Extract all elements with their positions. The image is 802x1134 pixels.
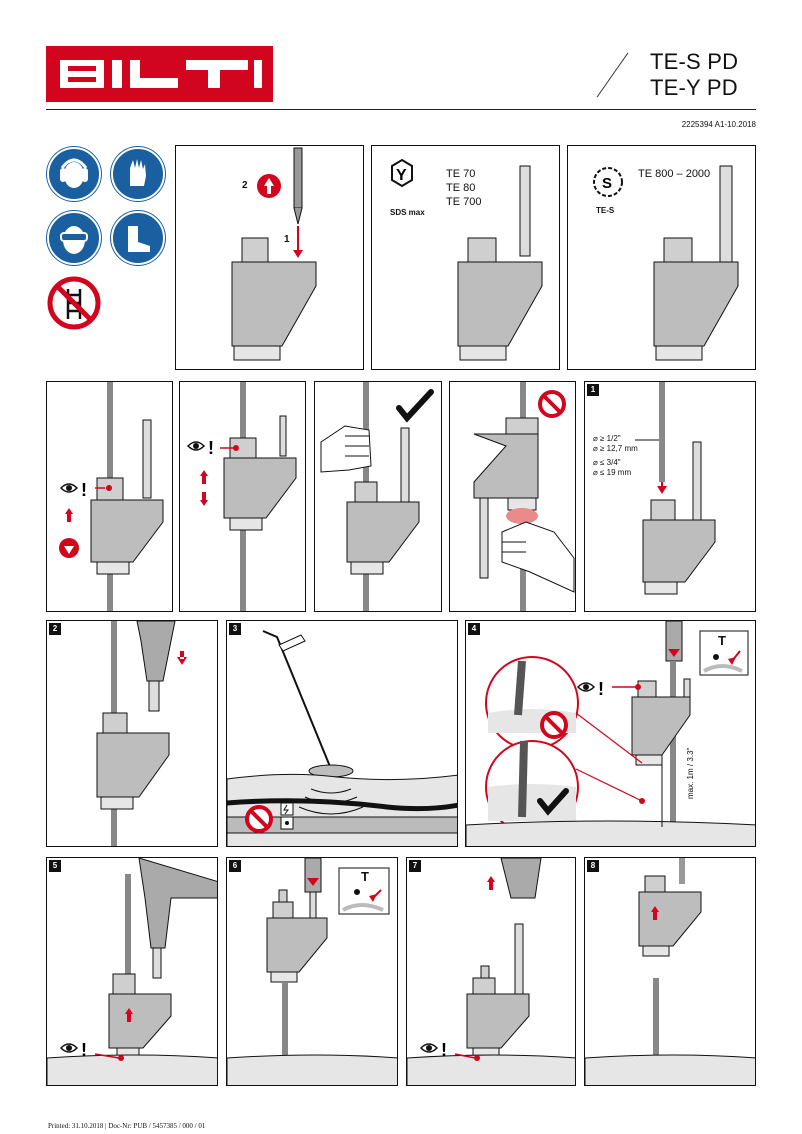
panel-detector: 3 <box>226 620 458 847</box>
sds-model-1: TE 70 <box>446 168 476 180</box>
step-badge-5: 5 <box>49 860 61 872</box>
panel-drill-hole: 2 <box>46 620 218 847</box>
dim-min-mm: ⌀ ≥ 12,7 mm <box>593 444 638 453</box>
svg-text:!: ! <box>441 1040 447 1060</box>
svg-text:S: S <box>602 175 612 192</box>
panel-check-rod-1: ! <box>46 381 173 612</box>
panel-step-8: 8 <box>584 857 756 1086</box>
svg-text:!: ! <box>598 679 604 699</box>
no-ladder-icon <box>46 275 102 331</box>
panel-rod-dimensions: 1 ⌀ ≥ 1/2" ⌀ ≥ 12,7 mm ⌀ ≤ 3/4" ⌀ ≤ 19 m… <box>584 381 756 612</box>
step-badge-3: 3 <box>229 623 241 635</box>
panel-check-rod-2: ! <box>179 381 306 612</box>
model-title-2: TE-Y PD <box>650 75 738 100</box>
step-badge-4: 4 <box>468 623 480 635</box>
sds-max-label: SDS max <box>390 208 425 217</box>
ear-protection-icon <box>46 146 102 202</box>
svg-text:!: ! <box>81 1040 87 1060</box>
svg-text:Y: Y <box>396 167 407 184</box>
step-badge-7: 7 <box>409 860 421 872</box>
sds-model-2: TE 80 <box>446 182 476 194</box>
depth-limit-label: max. 1m / 3.3" <box>686 747 695 799</box>
step-badge-6: 6 <box>229 860 241 872</box>
dim-min-inch: ⌀ ≥ 1/2" <box>593 434 621 443</box>
panel-step-6: 6 T <box>226 857 398 1086</box>
step-1-label: 1 <box>284 234 290 245</box>
goggles-icon <box>46 210 102 266</box>
te-s-label: TE-S <box>596 206 615 215</box>
document-number: 2225394 A1-10.2018 <box>681 120 756 129</box>
panel-correct-grip <box>314 381 442 612</box>
step-badge-1: 1 <box>587 384 599 396</box>
header-rule <box>46 109 756 110</box>
step-badge-8: 8 <box>587 860 599 872</box>
title-divider <box>596 52 629 98</box>
depth-symbol: T <box>718 633 726 648</box>
panel-step-7: 7 ! <box>406 857 576 1086</box>
safety-boots-icon <box>110 210 166 266</box>
panel-step-5: 5 ! <box>46 857 218 1086</box>
panel-sds-max: Y SDS max TE 70 TE 80 TE 700 <box>371 145 560 370</box>
panel-depth-limit: 4 ! max. 1m / 3.3" T <box>465 620 756 847</box>
gloves-icon <box>110 146 166 202</box>
model-title-1: TE-S PD <box>650 49 739 74</box>
svg-text:!: ! <box>81 480 87 500</box>
dim-max-inch: ⌀ ≤ 3/4" <box>593 458 621 467</box>
panel-wrong-grip <box>449 381 576 612</box>
footer-print-info: Printed: 31.10.2018 | Doc-Nr: PUB / 5457… <box>48 1122 206 1130</box>
step6-symbol: T <box>361 869 369 884</box>
panel-fit-drill-bit: 2 1 <box>175 145 364 370</box>
svg-text:!: ! <box>208 438 214 458</box>
dim-max-mm: ⌀ ≤ 19 mm <box>593 468 632 477</box>
hilti-logo <box>46 46 273 102</box>
sds-model-3: TE 700 <box>446 196 482 208</box>
step-badge-2: 2 <box>49 623 61 635</box>
step-2-label: 2 <box>242 180 248 191</box>
te-s-models: TE 800 – 2000 <box>638 168 711 180</box>
panel-te-s: S TE-S TE 800 – 2000 <box>567 145 756 370</box>
